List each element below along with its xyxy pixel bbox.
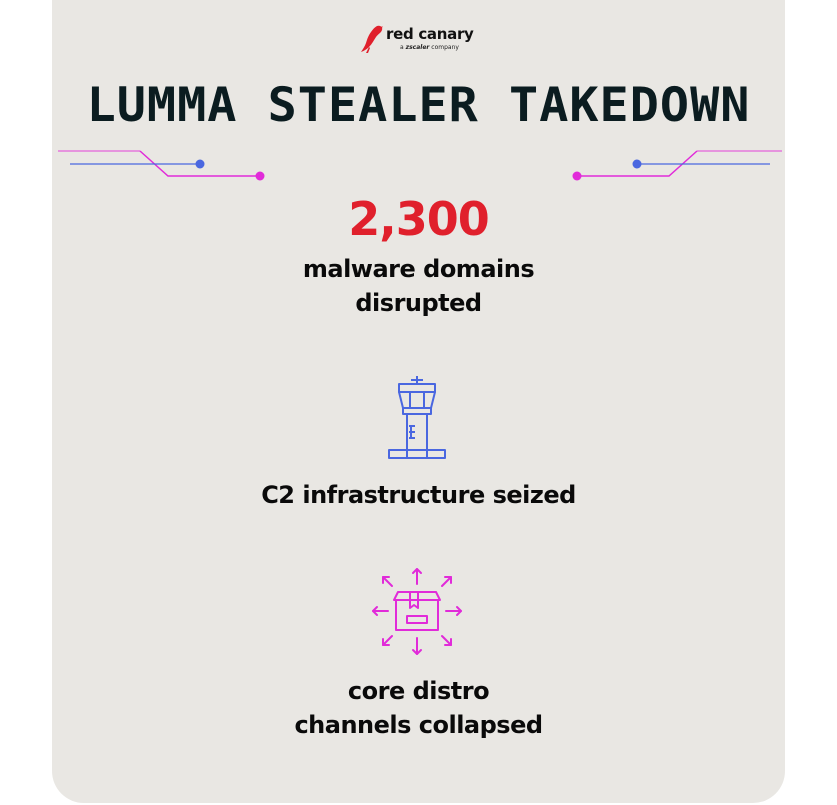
stat-label-domains: malware domains disrupted xyxy=(302,255,535,317)
stat-label-c2: C2 infrastructure seized xyxy=(261,481,576,509)
circuit-line-right-magenta xyxy=(577,150,698,177)
circuit-node-right-blue xyxy=(632,159,642,169)
brand-subtitle: a zscaler company xyxy=(400,44,459,51)
circuit-line-left-magenta xyxy=(139,150,260,177)
brand-name: red canary xyxy=(386,25,474,43)
circuit-node-left-magenta xyxy=(255,171,265,181)
page-title: LUMMA STEALER TAKEDOWN xyxy=(86,78,751,133)
control-tower-icon xyxy=(388,376,446,459)
circuit-node-right-magenta xyxy=(572,171,582,181)
box-distribution-icon xyxy=(372,568,462,655)
stat-label-distro: core distro channels collapsed xyxy=(294,677,543,739)
stat-value-domains: 2,300 xyxy=(348,192,490,246)
circuit-node-left-blue xyxy=(195,159,205,169)
canary-bird-icon xyxy=(361,25,383,53)
red-canary-logo: red canary a zscaler company xyxy=(360,24,480,56)
infographic-card xyxy=(52,0,785,803)
